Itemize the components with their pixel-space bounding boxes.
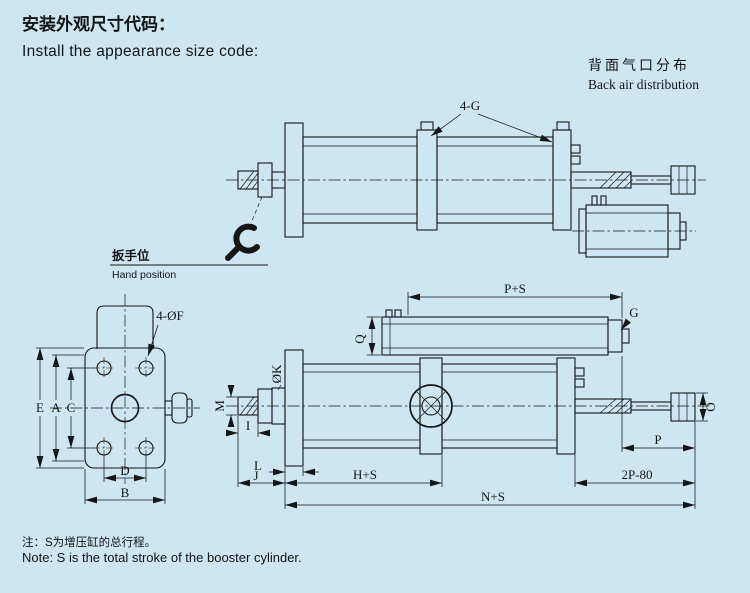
- side-knob: [164, 392, 193, 424]
- dim-A: A: [51, 354, 84, 462]
- dim-label-o: O: [703, 402, 718, 411]
- dim-label-q: Q: [352, 334, 367, 344]
- dim-label-m: M: [212, 400, 227, 412]
- hole-label-4of: 4-ØF: [156, 308, 183, 323]
- hand-position-en: Hand position: [112, 269, 176, 281]
- dim-label-ps: P+S: [504, 281, 526, 296]
- back-air-zh: 背面气口分布: [588, 58, 690, 74]
- dim-label-ns: N+S: [481, 489, 505, 504]
- dim-label-2p80: 2P-80: [621, 467, 652, 482]
- page-title-zh: 安装外观尺寸代码：: [22, 14, 175, 34]
- side-booster-tank: [381, 309, 630, 356]
- dim-D: D: [103, 457, 147, 482]
- dim-label-a: A: [51, 400, 61, 415]
- dim-label-d: D: [120, 463, 129, 478]
- dim-C: C: [67, 367, 95, 449]
- top-piston-rod: [570, 165, 696, 195]
- back-air-en: Back air distribution: [588, 77, 699, 92]
- dim-O: O: [696, 392, 718, 422]
- dim-HS: H+S: [285, 455, 443, 487]
- back-air-label: 背面气口分布 Back air distribution: [588, 58, 699, 92]
- dim-label-c: C: [67, 400, 76, 415]
- dim-B: B: [84, 469, 166, 504]
- dim-NS: N+S: [285, 489, 695, 509]
- dim-label-j: J: [253, 468, 258, 483]
- port-callout-4g: 4-G: [430, 98, 553, 143]
- footer-note: 注：S为增压缸的总行程。 Note: S is the total stroke…: [22, 535, 302, 565]
- dim-label-b: B: [121, 485, 130, 500]
- dim-PS: P+S: [407, 281, 623, 318]
- dim-label-p: P: [654, 432, 661, 447]
- dim-G: G: [620, 305, 639, 331]
- dim-E: E: [36, 347, 84, 469]
- side-cylinder-body: [284, 349, 585, 467]
- top-assembly-view: 扳手位 Hand position: [110, 98, 706, 281]
- port-label-4g: 4-G: [460, 98, 480, 113]
- dim-label-e: E: [36, 400, 44, 415]
- hand-position-label: 扳手位 Hand position: [110, 248, 268, 281]
- top-cylinder-body: [284, 121, 581, 238]
- dim-P: P: [621, 356, 695, 452]
- note-en: Note: S is the total stroke of the boost…: [22, 550, 302, 565]
- page-header: 安装外观尺寸代码： Install the appearance size co…: [22, 14, 259, 60]
- note-zh: 注：S为增压缸的总行程。: [22, 535, 156, 549]
- dim-label-g: G: [629, 305, 638, 320]
- hand-position-zh: 扳手位: [112, 248, 150, 263]
- dim-I: I: [226, 416, 270, 487]
- dim-label-l: L: [254, 458, 262, 473]
- dim-M: M: [212, 385, 237, 427]
- dim-phiK: ØK: [269, 364, 284, 391]
- page-title-en: Install the appearance size code:: [22, 43, 259, 60]
- dim-label-phik: ØK: [269, 364, 284, 383]
- dim-label-hs: H+S: [353, 467, 377, 482]
- side-piston-rod: [574, 392, 696, 422]
- hole-callout-4of: 4-ØF: [147, 308, 184, 357]
- dim-2P80: 2P-80: [574, 421, 696, 509]
- side-view-drawing: P+S G Q ØK M I: [212, 281, 718, 509]
- flange-end-view: 4-ØF E A C D B: [36, 294, 200, 504]
- dim-J: J: [238, 468, 285, 487]
- dim-label-i: I: [246, 418, 250, 433]
- wrench-symbol: [225, 196, 263, 261]
- dim-Q: Q: [352, 316, 381, 356]
- top-booster-tank: [572, 195, 696, 258]
